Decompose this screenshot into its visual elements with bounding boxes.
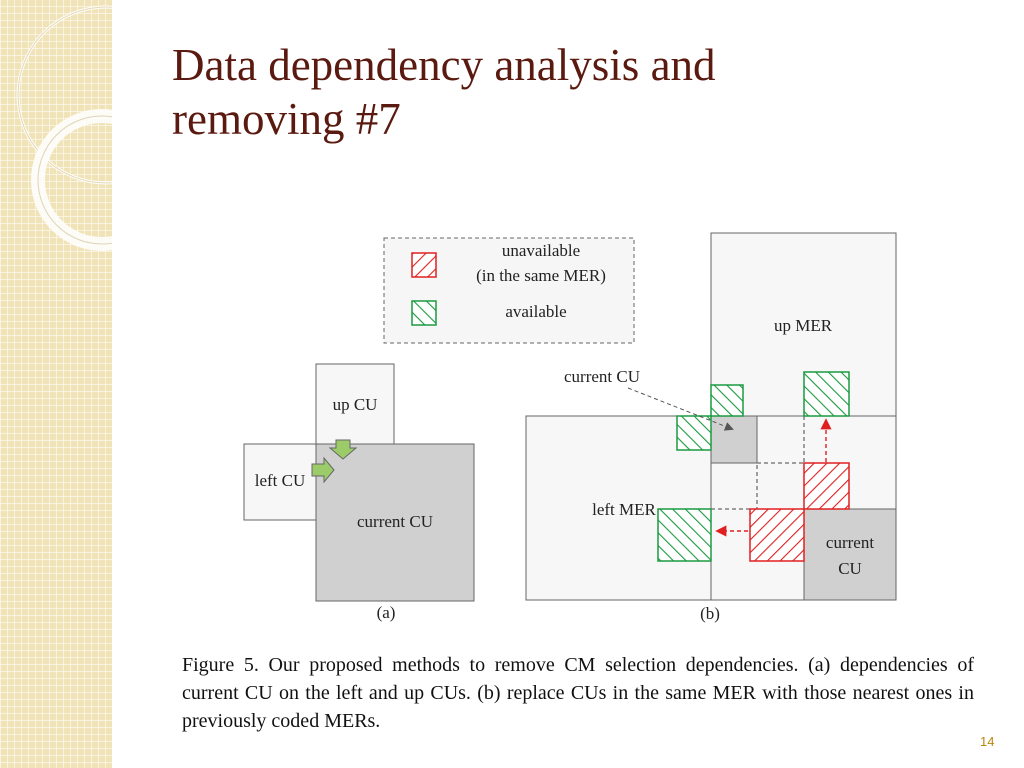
current-cu-callout-arrow [627,387,734,431]
panel-a-label: (a) [377,603,396,622]
current-cu-label: current CU [357,512,433,531]
left-cu-label: left CU [255,471,306,490]
slide-title-line-1: Data dependency analysis and [172,40,716,90]
right-arrow-icon [311,456,335,484]
legend-unavailable-label: unavailable [502,241,580,260]
left-mer-label: left MER [592,500,656,519]
legend-available-label: available [505,302,566,321]
slide-title: Data dependency analysis and removing #7 [172,38,932,146]
up-mer-label: up MER [774,316,833,335]
unavailable-block-up [803,462,850,510]
legend-available-swatch [411,300,437,326]
current-cu-callout-label: current CU [564,367,640,386]
legend-unavailable-sublabel: (in the same MER) [476,266,606,285]
current-cu-block [315,443,475,602]
available-block-up-1 [710,384,744,417]
up-cu-label: up CU [333,395,378,414]
available-block-up-2 [803,371,850,417]
current-cu-large-label-line-2: CU [838,559,862,578]
legend-unavailable-swatch [411,252,437,278]
up-cu-block [315,363,395,445]
page-number: 14 [980,734,995,749]
available-block-left-2 [657,508,712,562]
current-cu-large-label-line-1: current [826,533,874,552]
legend: unavailable (in the same MER) available [383,237,635,344]
available-block-left-1 [676,415,712,451]
slide-sidebar-decoration [0,0,112,768]
panel-b-label: (b) [700,604,720,623]
decorative-circles [16,5,112,251]
panel-a: up CU left CU current CU (a) [243,363,475,622]
down-arrow-icon [328,439,358,460]
current-cu-small-block [710,415,758,464]
current-cu-large-block [803,508,897,601]
figure-caption: Figure 5. Our proposed methods to remove… [182,654,974,732]
unavailable-block-left [749,508,805,562]
cu-dependency-figure: unavailable (in the same MER) available … [243,232,897,623]
panel-b: up MER current CU current CU left MER (b… [525,232,897,623]
slide-title-line-2: removing #7 [172,94,401,144]
